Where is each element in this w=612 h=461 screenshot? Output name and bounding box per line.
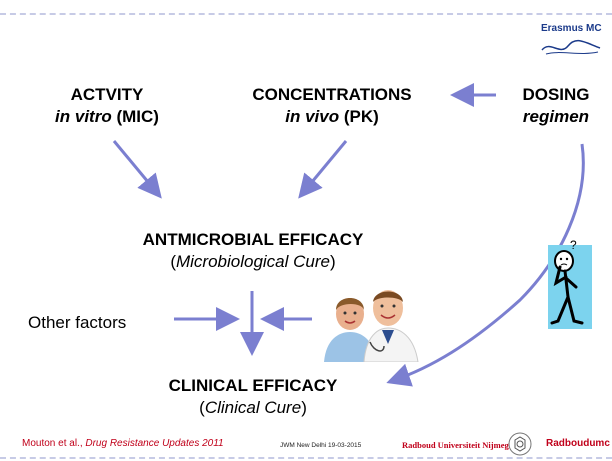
concentrations-subtitle-italic: in vivo: [285, 107, 340, 126]
antimicrobial-subtitle-italic: Microbiological Cure: [175, 252, 330, 271]
concentrations-title: CONCENTRATIONS: [252, 85, 412, 104]
citation-authors: Mouton et al.,: [22, 438, 86, 449]
concentrations-subtitle: in vivo (PK): [237, 106, 427, 128]
activity-node: ACTVITY in vitro (MIC): [32, 84, 182, 128]
antimicrobial-title: ANTMICROBIAL EFFICACY: [142, 230, 364, 249]
university-name: Radboud Universiteit Nijmegen: [402, 440, 518, 450]
antimicrobial-subtitle: (Microbiological Cure): [118, 251, 388, 273]
clinical-subtitle-italic: Clinical Cure: [204, 398, 302, 417]
university-seal-icon: [508, 432, 532, 456]
dosing-title: DOSING: [522, 85, 590, 104]
concentrations-node: CONCENTRATIONS in vivo (PK): [237, 84, 427, 128]
clinical-title: CLINICAL EFFICACY: [168, 376, 338, 395]
antimicrobial-open-paren: (: [170, 252, 176, 271]
erasmus-mc-logo: Erasmus MC: [541, 23, 602, 34]
activity-subtitle: in vitro (MIC): [32, 106, 182, 128]
other-factors-label: Other factors: [28, 313, 127, 332]
dosing-subtitle: regimen: [522, 107, 590, 126]
dosing-node: DOSING regimen: [508, 84, 604, 128]
svg-text:?: ?: [570, 238, 577, 252]
citation: Mouton et al., Drug Resistance Updates 2…: [22, 438, 224, 449]
antimicrobial-close-paren: ): [330, 252, 336, 271]
clinical-open-paren: (: [199, 398, 205, 417]
activity-subtitle-rest: (MIC): [111, 107, 159, 126]
arrow-dosing-to-clinical: [386, 143, 585, 387]
antimicrobial-efficacy-node: ANTMICROBIAL EFFICACY (Microbiological C…: [118, 229, 388, 273]
clinical-efficacy-node: CLINICAL EFFICACY (Clinical Cure): [148, 375, 358, 419]
clinical-subtitle: (Clinical Cure): [148, 397, 358, 419]
arrow-activity-to-efficacy: [112, 140, 162, 199]
arrow-concentrations-to-efficacy: [298, 140, 348, 199]
radboudumc-logo: Radboudumc: [546, 438, 610, 449]
event-label: JWM New Delhi 19-03-2015: [280, 442, 362, 449]
doctors-photo: [318, 284, 422, 362]
clinical-close-paren: ): [301, 398, 307, 417]
bottom-dashed-border: [0, 457, 612, 459]
concentrations-subtitle-rest: (PK): [339, 107, 379, 126]
erasmus-mc-signature-icon: [541, 39, 601, 55]
activity-title: ACTVITY: [70, 85, 144, 104]
top-dashed-border: [0, 13, 612, 15]
activity-subtitle-italic: in vitro: [55, 107, 112, 126]
citation-journal: Drug Resistance Updates 2011: [85, 438, 224, 449]
thinking-figure-icon: ?: [548, 238, 592, 329]
